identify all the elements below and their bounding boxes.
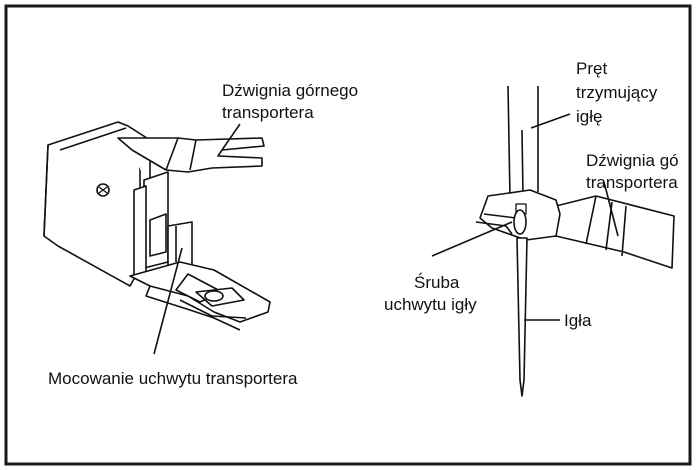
leader-upper-lever	[221, 123, 241, 151]
leader-lever-right	[603, 181, 619, 237]
label-upper-lever-right: Dźwignia gó transportera	[586, 151, 683, 192]
leader-needle-screw	[431, 221, 513, 257]
label-needle-screw: Śruba uchwytu igły	[384, 273, 477, 314]
needle-assembly-illustration	[475, 85, 675, 397]
leader-needle-bar	[530, 113, 571, 129]
label-needle-bar: Pręt trzymujący igłę	[576, 59, 662, 126]
walking-foot-illustration	[43, 121, 271, 331]
label-mount: Mocowanie uchwytu transportera	[48, 369, 298, 388]
diagram-frame	[4, 4, 692, 466]
label-upper-lever: Dźwignia górnego transportera	[222, 81, 363, 122]
label-needle: Igła	[564, 311, 592, 330]
leader-mount	[153, 247, 183, 355]
needle-clamp-screw-icon	[513, 209, 527, 235]
